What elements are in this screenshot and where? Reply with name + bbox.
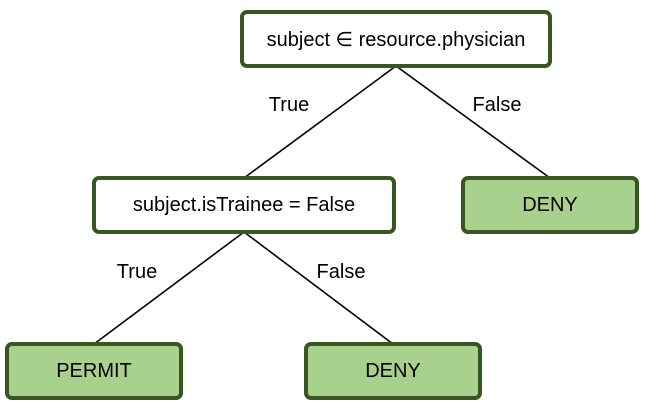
root-condition-node: subject ∈ resource.physician (240, 10, 552, 68)
deny-outcome-node-bottom: DENY (304, 342, 482, 400)
deny-outcome-node-right: DENY (461, 176, 639, 234)
edge-label-root-true: True (268, 94, 310, 116)
edge-label-root-false: False (472, 94, 522, 116)
permit-outcome-node: PERMIT (5, 342, 183, 400)
deny-outcome-text-bottom: DENY (365, 359, 421, 382)
trainee-condition-text: subject.isTrainee = False (132, 193, 356, 216)
edge-root-true (243, 65, 397, 179)
edge-label-trainee-false: False (316, 261, 366, 283)
permit-outcome-text: PERMIT (56, 359, 132, 382)
edge-label-trainee-true: True (116, 261, 158, 283)
edge-trainee-true (93, 231, 245, 345)
trainee-condition-node: subject.isTrainee = False (92, 176, 396, 234)
root-condition-text: subject ∈ resource.physician (266, 28, 526, 51)
edge-trainee-false (243, 231, 394, 345)
edge-root-false (395, 65, 551, 179)
deny-outcome-text-right: DENY (522, 193, 578, 216)
